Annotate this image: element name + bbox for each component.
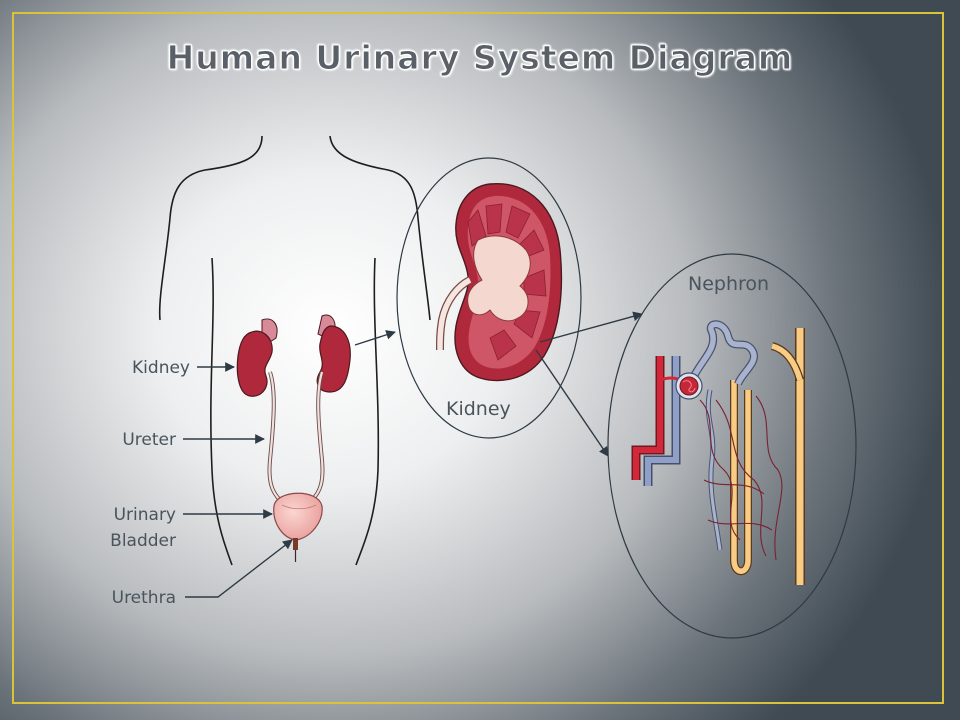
label-kidney-detail: Kidney — [446, 398, 511, 420]
label-urinary-bladder-line2: Bladder — [110, 531, 176, 551]
label-nephron: Nephron — [688, 273, 770, 295]
kidney-cross-section — [436, 183, 563, 382]
label-pointers — [183, 330, 396, 598]
torso-outline — [158, 135, 431, 566]
label-urethra: Urethra — [111, 588, 176, 608]
bladder — [273, 492, 323, 541]
slide-title: Human Urinary System Diagram — [166, 38, 794, 78]
label-ureter: Ureter — [122, 430, 176, 450]
label-urinary-bladder-line1: Urinary — [113, 505, 176, 525]
nephron-pointers — [535, 311, 643, 457]
ureters — [267, 371, 325, 502]
kidney-detail-ellipse — [396, 157, 582, 439]
nephron-ellipse — [607, 253, 857, 639]
body-kidney-left — [236, 318, 278, 397]
urethra — [293, 538, 298, 562]
label-kidney: Kidney — [132, 358, 190, 378]
nephron-structure — [631, 320, 805, 585]
body-kidney-right — [316, 314, 351, 393]
slide-frame — [12, 12, 944, 704]
